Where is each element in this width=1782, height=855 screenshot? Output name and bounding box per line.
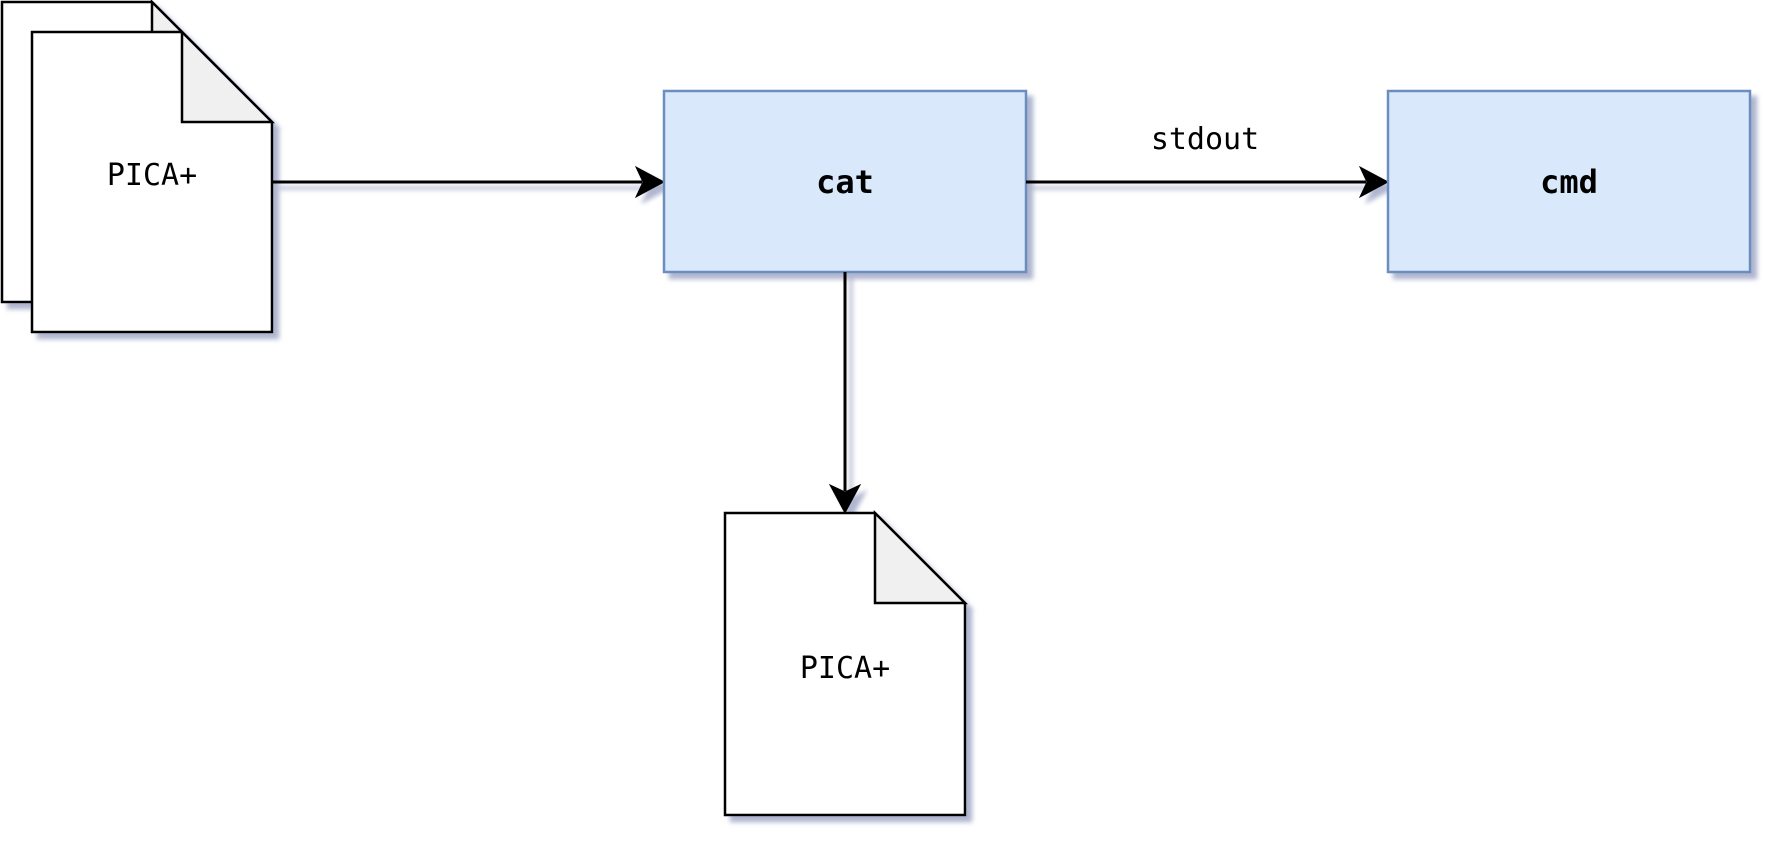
- cmd-process[interactable]: cmd: [1386, 89, 1752, 274]
- arrowhead-right-icon: [1358, 165, 1390, 199]
- input-document-front: [30, 28, 276, 334]
- output-document-label: PICA+: [800, 651, 890, 686]
- arrowhead-down-icon: [828, 483, 862, 515]
- cat-process[interactable]: cat: [662, 89, 1028, 274]
- cmd-label: cmd: [1540, 163, 1598, 201]
- arrowhead-right-icon: [634, 165, 666, 199]
- output-document[interactable]: PICA+: [723, 509, 969, 817]
- stdout-edge-label: stdout: [1151, 122, 1259, 157]
- edge-cat-to-output: [828, 272, 862, 515]
- input-document-label: PICA+: [107, 158, 197, 193]
- cat-label: cat: [816, 163, 874, 201]
- input-documents[interactable]: PICA+: [0, 0, 276, 334]
- edge-cat-to-cmd: [1026, 165, 1390, 199]
- edge-input-to-cat: [273, 165, 666, 199]
